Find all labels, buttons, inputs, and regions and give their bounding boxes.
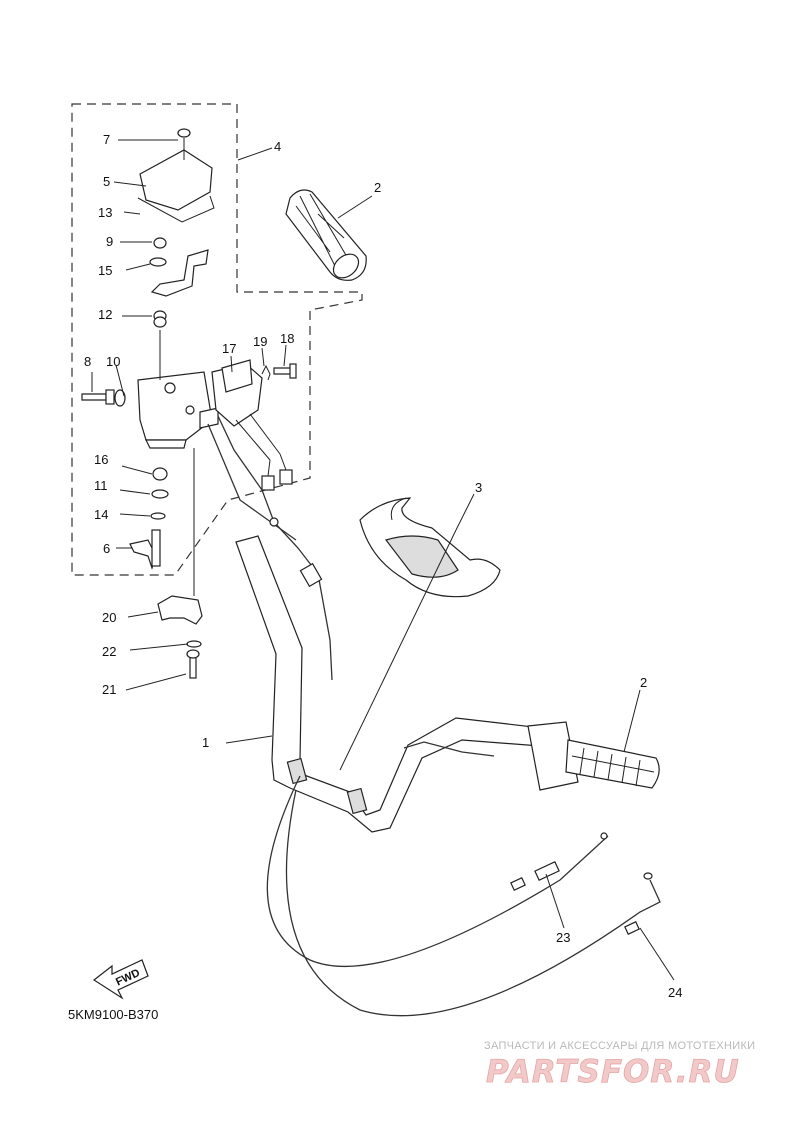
right-grip-assembly xyxy=(527,721,660,791)
watermark-logo: PARTSFOR.RU xyxy=(486,1054,740,1090)
handlebar-pad xyxy=(359,497,501,598)
callout-2-lower: 2 xyxy=(640,675,647,690)
callout-18: 18 xyxy=(280,331,294,346)
callout-12: 12 xyxy=(98,307,112,322)
callout-3: 3 xyxy=(475,480,482,495)
callout-10: 10 xyxy=(106,354,120,369)
leader-lines xyxy=(91,139,675,981)
left-grip xyxy=(285,189,367,281)
callout-4: 4 xyxy=(274,139,281,154)
callout-13: 13 xyxy=(98,205,112,220)
callout-22: 22 xyxy=(102,644,116,659)
callout-19: 19 xyxy=(253,334,267,349)
callout-8: 8 xyxy=(84,354,91,369)
throttle-cable xyxy=(217,415,333,681)
callout-23: 23 xyxy=(556,930,570,945)
callout-7: 7 xyxy=(103,132,110,147)
callout-11: 11 xyxy=(94,478,108,493)
callout-1: 1 xyxy=(202,735,209,750)
cables-23-24 xyxy=(266,741,661,1017)
callout-21: 21 xyxy=(102,682,116,697)
throttle-lever-assy xyxy=(211,359,293,491)
assembly-boundary-dashed xyxy=(71,103,363,576)
switch-housing xyxy=(137,371,219,449)
switch-bracket xyxy=(149,237,209,297)
bolts-and-washers xyxy=(81,363,297,570)
callout-15: 15 xyxy=(98,263,112,278)
handlebar xyxy=(235,535,543,833)
callout-24: 24 xyxy=(668,985,682,1000)
diagram-code: 5KM9100-B370 xyxy=(68,1007,158,1022)
callout-17: 17 xyxy=(222,341,236,356)
spring-12 xyxy=(153,310,167,328)
switch-cover xyxy=(137,128,215,223)
fwd-arrow-icon: FWD xyxy=(92,959,149,1000)
callout-5: 5 xyxy=(103,174,110,189)
callout-labels: 1 2 2 3 4 5 6 7 8 9 10 11 12 13 14 15 16… xyxy=(84,132,682,1000)
callout-16: 16 xyxy=(94,452,108,467)
callout-6: 6 xyxy=(103,541,110,556)
callout-20: 20 xyxy=(102,610,116,625)
lower-clamp xyxy=(157,595,203,679)
callout-2-upper: 2 xyxy=(374,180,381,195)
callout-14: 14 xyxy=(94,507,108,522)
watermark: ЗАПЧАСТИ И АКСЕССУАРЫ ДЛЯ МОТОТЕХНИКИ PA… xyxy=(484,1040,755,1090)
watermark-tagline: ЗАПЧАСТИ И АКСЕССУАРЫ ДЛЯ МОТОТЕХНИКИ xyxy=(484,1040,755,1052)
callout-9: 9 xyxy=(106,234,113,249)
